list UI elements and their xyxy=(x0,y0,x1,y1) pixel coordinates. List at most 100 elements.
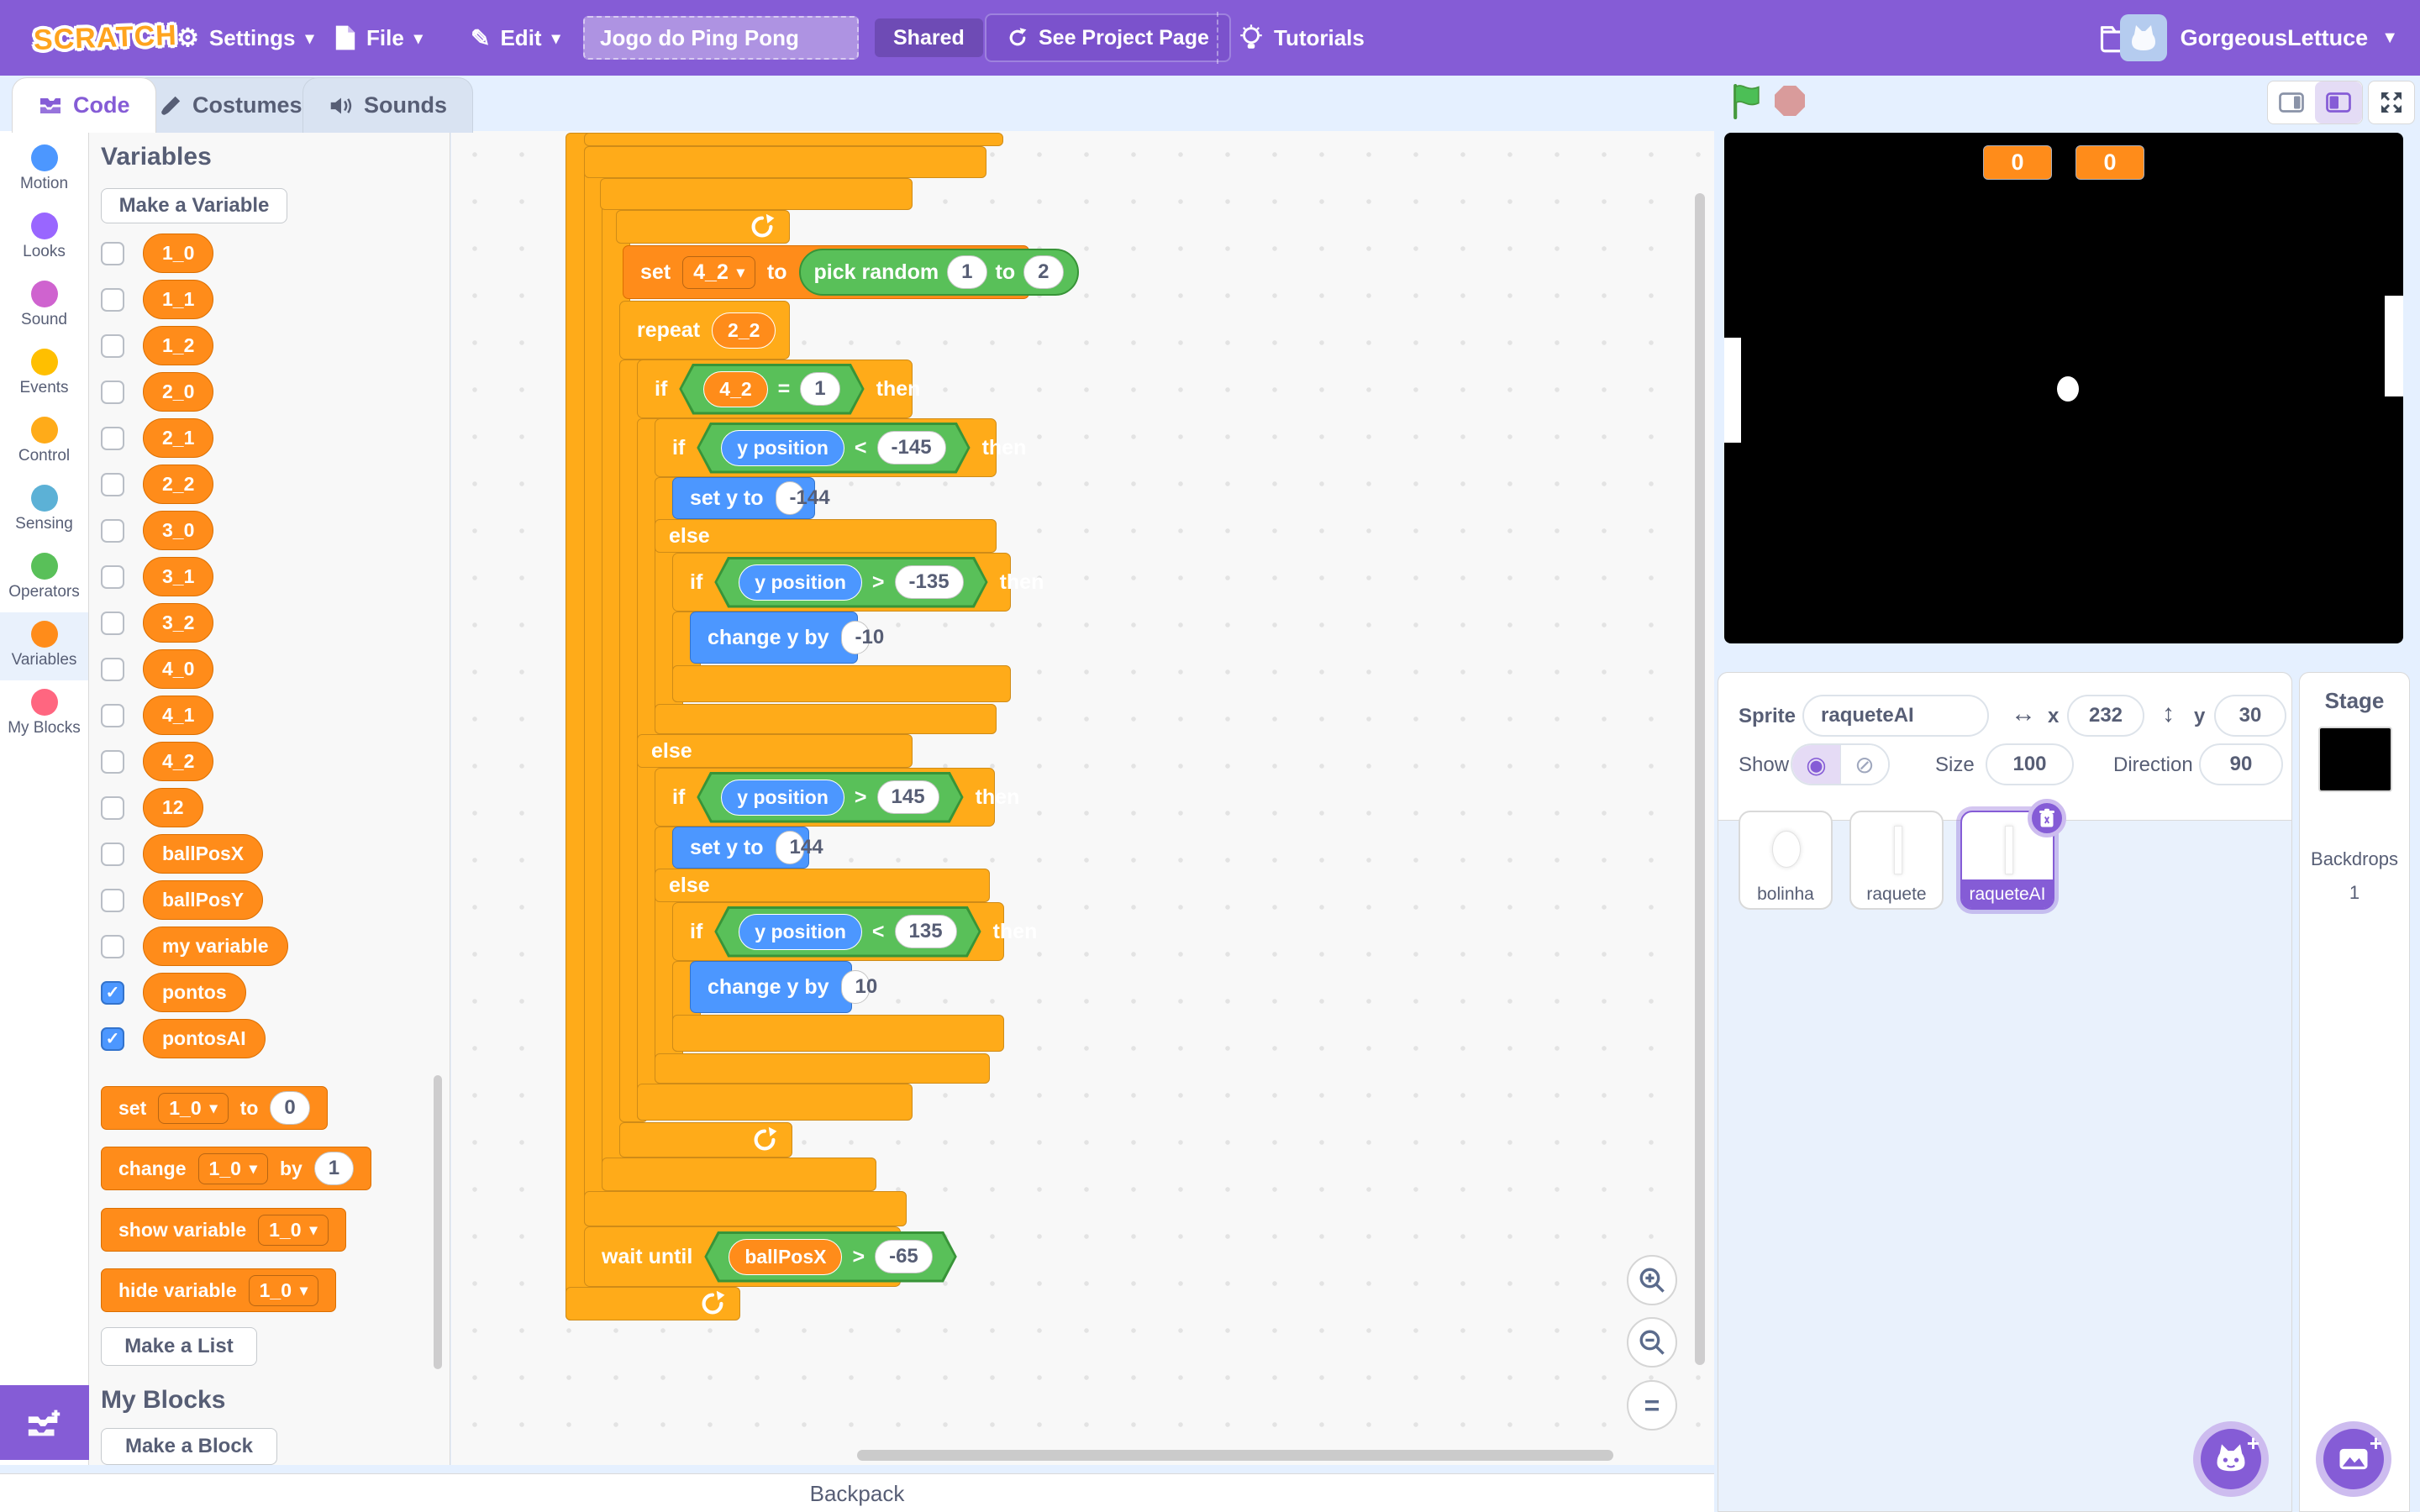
variable-checkbox[interactable] xyxy=(101,564,124,589)
sprite-tile-raqueteAI[interactable]: raqueteAI xyxy=(1960,799,2066,910)
number-input[interactable]: 0 xyxy=(270,1091,310,1125)
variable-checkbox[interactable] xyxy=(101,795,124,820)
variable-pill-ballPosX[interactable]: ballPosX xyxy=(143,834,264,874)
category-motion[interactable]: Motion xyxy=(0,136,88,204)
variable-checkbox[interactable] xyxy=(101,703,124,727)
sprite-tile-bolinha[interactable]: bolinha xyxy=(1739,811,1833,910)
dropdown-field[interactable]: 1_0▾ xyxy=(158,1092,229,1124)
score-display-pontos[interactable]: 0 xyxy=(1983,145,2052,180)
sprite-direction-input[interactable] xyxy=(2199,743,2283,785)
tutorials-menu[interactable]: Tutorials xyxy=(1239,0,1365,76)
tab-costumes[interactable]: Costumes xyxy=(133,77,329,133)
add-extension-button[interactable] xyxy=(0,1385,89,1460)
green-flag-button[interactable] xyxy=(1731,84,1763,119)
tab-sounds[interactable]: Sounds xyxy=(302,77,473,133)
make-a-list-button[interactable]: Make a List xyxy=(101,1327,257,1366)
variable-checkbox[interactable] xyxy=(101,611,124,635)
category-variables[interactable]: Variables xyxy=(0,612,88,680)
variable-checkbox[interactable] xyxy=(101,842,124,866)
variable-pill-4_2[interactable]: 4_2 xyxy=(143,742,214,781)
score-display-pontosAI[interactable]: 0 xyxy=(2075,145,2144,180)
variable-checkbox[interactable] xyxy=(101,333,124,358)
fullscreen-button[interactable] xyxy=(2368,81,2415,124)
variable-pill-ballPosY[interactable]: ballPosY xyxy=(143,880,264,920)
sprite-y-input[interactable] xyxy=(2214,695,2286,737)
variable-checkbox[interactable] xyxy=(101,426,124,450)
variable-checkbox[interactable] xyxy=(101,287,124,312)
variable-checkbox[interactable] xyxy=(101,518,124,543)
backpack-bar[interactable]: Backpack xyxy=(0,1473,1714,1512)
sprite-x-input[interactable] xyxy=(2067,695,2144,737)
zoom-in-button[interactable] xyxy=(1627,1255,1677,1305)
scratch-logo[interactable]: SCRATCH xyxy=(33,18,178,56)
category-sound[interactable]: Sound xyxy=(0,272,88,340)
variable-checkbox[interactable]: ✓ xyxy=(101,980,124,1005)
sprite-size-input[interactable] xyxy=(1986,743,2074,785)
variable-checkbox[interactable]: ✓ xyxy=(101,1026,124,1051)
category-sensing[interactable]: Sensing xyxy=(0,476,88,544)
category-events[interactable]: Events xyxy=(0,340,88,408)
add-sprite-button[interactable] xyxy=(2201,1429,2261,1489)
variable-pill-12[interactable]: 12 xyxy=(143,788,203,827)
see-project-page-button[interactable]: See Project Page xyxy=(985,13,1231,62)
code-vertical-scrollbar[interactable] xyxy=(1695,193,1705,1365)
sprite-name-input[interactable] xyxy=(1802,695,1989,737)
stop-button[interactable] xyxy=(1775,86,1805,116)
dropdown-field[interactable]: 1_0▾ xyxy=(258,1214,329,1246)
variable-pill-my-variable[interactable]: my variable xyxy=(143,927,288,966)
variable-pill-2_1[interactable]: 2_1 xyxy=(143,418,214,458)
palette-scrollbar[interactable] xyxy=(434,1075,442,1369)
category-looks[interactable]: Looks xyxy=(0,204,88,272)
variable-checkbox[interactable] xyxy=(101,888,124,912)
variable-pill-3_1[interactable]: 3_1 xyxy=(143,557,214,596)
variable-pill-2_0[interactable]: 2_0 xyxy=(143,372,214,412)
variable-pill-3_2[interactable]: 3_2 xyxy=(143,603,214,643)
variable-checkbox[interactable] xyxy=(101,657,124,681)
large-stage-button[interactable] xyxy=(2315,81,2362,123)
tab-code[interactable]: Code xyxy=(12,77,156,133)
stage-selector-panel[interactable]: Stage Backdrops 1 xyxy=(2299,672,2410,1512)
variable-checkbox[interactable] xyxy=(101,472,124,496)
variable-checkbox[interactable] xyxy=(101,749,124,774)
edit-menu[interactable]: ✎ Edit▾ xyxy=(471,24,560,51)
zoom-out-button[interactable] xyxy=(1627,1317,1677,1368)
variable-pill-2_2[interactable]: 2_2 xyxy=(143,465,214,504)
dropdown-field[interactable]: 1_0▾ xyxy=(248,1274,319,1306)
project-title-input[interactable] xyxy=(583,16,859,60)
add-backdrop-button[interactable] xyxy=(2323,1429,2384,1489)
category-operators[interactable]: Operators xyxy=(0,544,88,612)
dropdown-field[interactable]: 1_0▾ xyxy=(197,1152,268,1184)
variable-pill-1_1[interactable]: 1_1 xyxy=(143,280,214,319)
backdrop-thumbnail[interactable] xyxy=(2318,727,2392,792)
variable-checkbox[interactable] xyxy=(101,380,124,404)
settings-menu[interactable]: ⚙ Settings▾ xyxy=(176,24,314,52)
visible-icon[interactable]: ◉ xyxy=(1792,745,1841,784)
sprite-tile-raquete[interactable]: raquete xyxy=(1849,811,1944,910)
code-workspace[interactable] xyxy=(451,131,1714,1465)
zoom-reset-button[interactable]: = xyxy=(1627,1380,1677,1431)
make-a-block-button[interactable]: Make a Block xyxy=(101,1428,277,1465)
variable-checkbox[interactable] xyxy=(101,934,124,958)
variable-pill-1_0[interactable]: 1_0 xyxy=(143,234,214,273)
variable-pill-pontos[interactable]: pontos xyxy=(143,973,246,1012)
stage-canvas[interactable]: 0 0 xyxy=(1724,133,2403,643)
number-input[interactable]: 1 xyxy=(313,1152,355,1185)
variable-pill-3_0[interactable]: 3_0 xyxy=(143,511,214,550)
variable-pill-pontosAI[interactable]: pontosAI xyxy=(143,1019,266,1058)
variable-pill-4_0[interactable]: 4_0 xyxy=(143,649,214,689)
hidden-icon[interactable]: ⊘ xyxy=(1840,745,1888,784)
small-stage-button[interactable] xyxy=(2268,81,2315,123)
code-horizontal-scrollbar[interactable] xyxy=(857,1450,1613,1461)
variable-pill-4_1[interactable]: 4_1 xyxy=(143,696,214,735)
category-control[interactable]: Control xyxy=(0,408,88,476)
make-a-variable-button[interactable]: Make a Variable xyxy=(101,188,287,223)
variable-checkbox[interactable] xyxy=(101,241,124,265)
category-my-blocks[interactable]: My Blocks xyxy=(0,680,88,748)
variable-pill-1_2[interactable]: 1_2 xyxy=(143,326,214,365)
account-menu[interactable]: GorgeousLettuce ▼ xyxy=(2119,0,2398,76)
file-menu[interactable]: File▾ xyxy=(334,0,423,76)
